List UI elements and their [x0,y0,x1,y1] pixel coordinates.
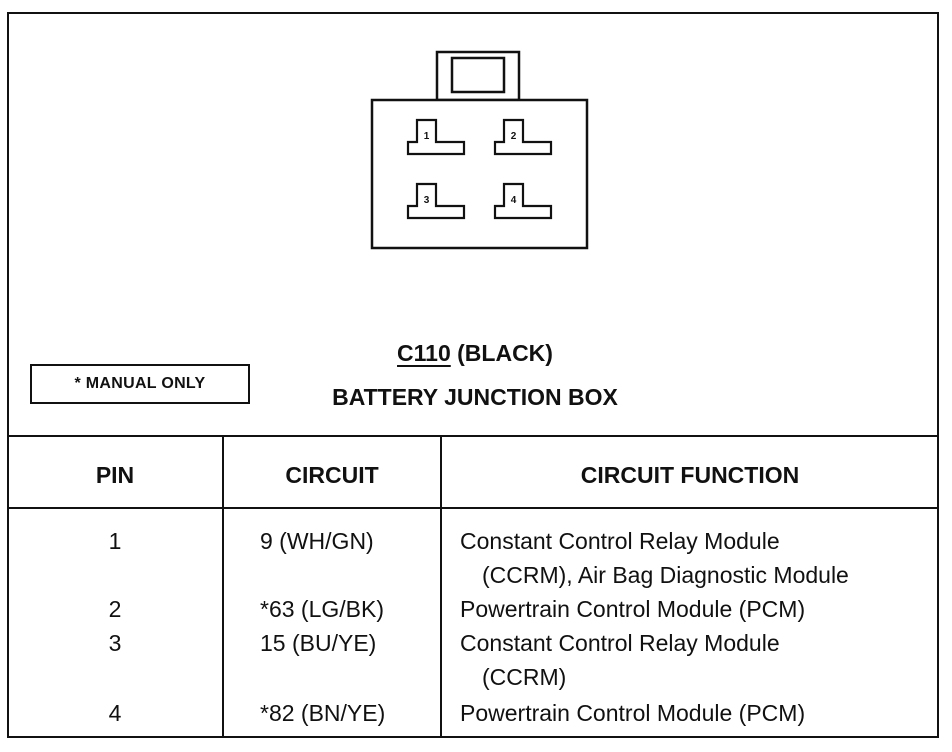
table-row-3-pin: 3 [108,630,122,656]
table-row-3-function: Constant Control Relay Module [460,630,780,656]
connector-location: BATTERY JUNCTION BOX [332,384,618,410]
table-row-1-function: Constant Control Relay Module [460,528,780,554]
manual-only-note: * MANUAL ONLY [30,364,250,404]
pin-cavity-3 [406,182,466,220]
header-circuit-function: CIRCUIT FUNCTION [580,462,800,488]
diagram-frame [7,12,939,738]
connector-color: (BLACK) [457,340,553,366]
table-row-2-function: Powertrain Control Module (PCM) [460,596,806,622]
table-row-3-function-cont: (CCRM) [482,664,567,690]
table-row-4-function: Powertrain Control Module (PCM) [460,700,806,726]
table-row-3-circuit: 15 (BU/YE) [260,630,377,656]
table-row-4-pin: 4 [108,700,122,726]
pin-table: PIN CIRCUIT CIRCUIT FUNCTION 1 9 (WH/GN)… [7,436,939,738]
connector-latch [435,50,521,102]
table-row-2-pin: 2 [108,596,122,622]
pin-cavity-label-1: 1 [424,131,430,142]
pin-cavity-label-3: 3 [424,195,430,206]
connector-title: C110 (BLACK) [300,338,650,368]
pin-cavity-label-4: 4 [511,195,517,206]
table-row-1-circuit: 9 (WH/GN) [260,528,374,554]
pin-cavity-label-2: 2 [511,131,517,142]
connector-body [370,98,589,250]
pin-cavity-1 [406,118,466,156]
table-row-1-pin: 1 [108,528,122,554]
table-row-4-circuit: *82 (BN/YE) [260,700,386,726]
header-pin: PIN [95,462,135,488]
table-row-2-circuit: *63 (LG/BK) [260,596,384,622]
header-circuit: CIRCUIT [285,462,379,488]
connector-id: C110 [397,340,451,366]
pin-cavity-4 [493,182,553,220]
pin-cavity-2 [493,118,553,156]
table-row-1-function-cont: (CCRM), Air Bag Diagnostic Module [482,562,849,588]
